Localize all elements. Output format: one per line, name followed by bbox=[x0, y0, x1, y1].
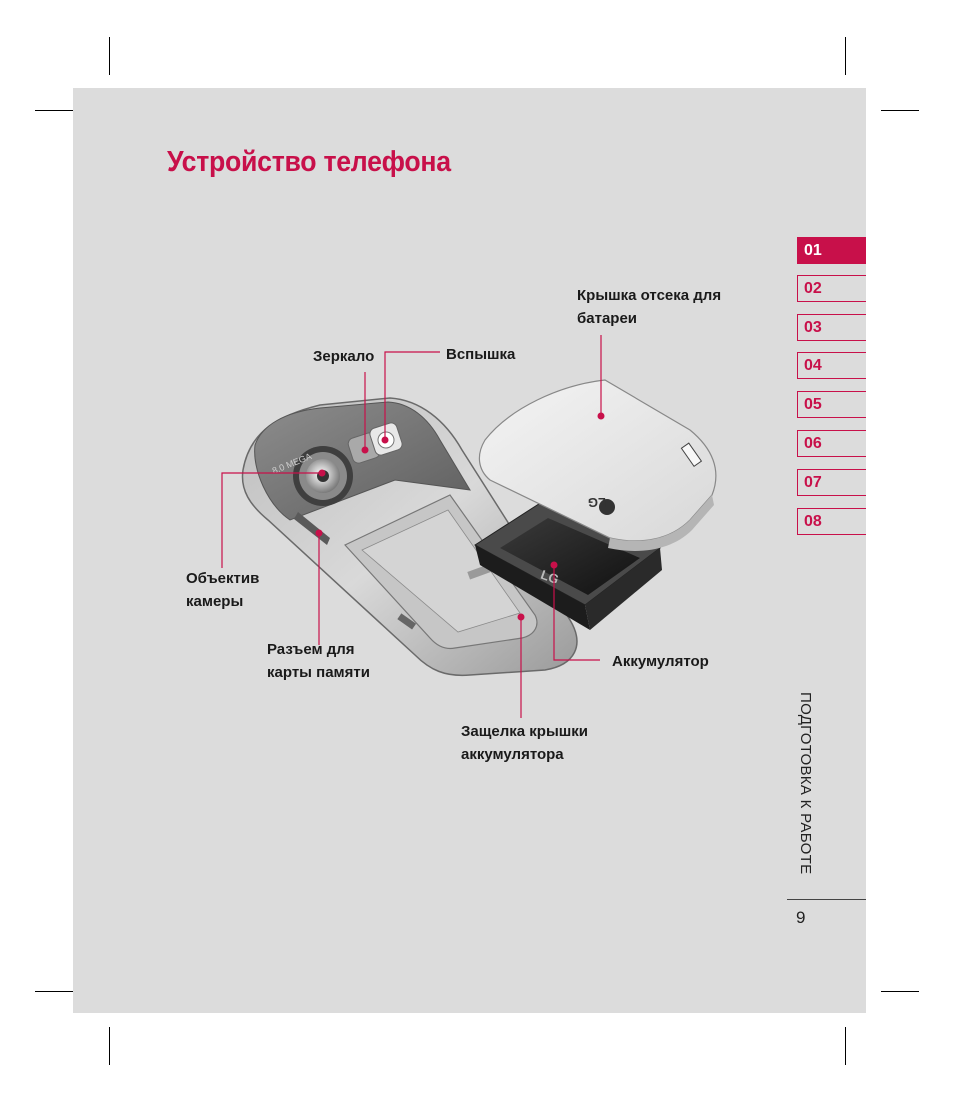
label-camera-lens-line1: Объектив bbox=[186, 570, 260, 587]
label-memory-slot-line1: Разъем для bbox=[267, 641, 355, 658]
label-flash: Вспышка bbox=[446, 346, 516, 363]
label-battery-cover-line1: Крышка отсека для bbox=[577, 287, 722, 304]
label-camera-lens-line2: камеры bbox=[186, 593, 244, 610]
tab-02[interactable]: 02 bbox=[797, 275, 866, 302]
page-number: 9 bbox=[796, 908, 806, 927]
label-camera-lens: Объектив камеры bbox=[186, 567, 259, 613]
crop-mark bbox=[881, 991, 919, 992]
crop-mark bbox=[109, 37, 110, 75]
tab-05[interactable]: 05 bbox=[797, 391, 866, 418]
label-mirror: Зеркало bbox=[313, 348, 375, 365]
section-label: ПОДГОТОВКА К РАБОТЕ bbox=[797, 692, 814, 875]
page-number-divider bbox=[787, 899, 866, 900]
callout-dots bbox=[315, 412, 605, 621]
label-memory-slot: Разъем для карты памяти bbox=[267, 638, 370, 684]
label-memory-slot-line2: карты памяти bbox=[267, 664, 370, 681]
label-battery: Аккумулятор bbox=[612, 653, 709, 670]
label-cover-latch: Защелка крышки аккумулятора bbox=[461, 720, 588, 766]
tab-01[interactable]: 01 bbox=[797, 237, 866, 264]
tab-07[interactable]: 07 bbox=[797, 469, 866, 496]
battery bbox=[474, 499, 662, 630]
label-cover-latch-line2: аккумулятора bbox=[461, 746, 564, 763]
page-title: Устройство телефона bbox=[167, 146, 451, 178]
crop-mark bbox=[109, 1027, 110, 1065]
tab-03[interactable]: 03 bbox=[797, 314, 866, 341]
crop-mark bbox=[35, 991, 73, 992]
crop-mark bbox=[35, 110, 73, 111]
label-battery-cover: Крышка отсека для батареи bbox=[577, 284, 721, 330]
crop-mark bbox=[881, 110, 919, 111]
tab-08[interactable]: 08 bbox=[797, 508, 866, 535]
leader-lines bbox=[221, 335, 602, 718]
crop-mark bbox=[845, 1027, 846, 1065]
label-cover-latch-line1: Защелка крышки bbox=[461, 723, 588, 740]
battery-brand: LG bbox=[539, 567, 561, 587]
label-battery-cover-line2: батареи bbox=[577, 310, 638, 327]
battery-cover bbox=[478, 379, 717, 551]
tab-04[interactable]: 04 bbox=[797, 352, 866, 379]
tab-06[interactable]: 06 bbox=[797, 430, 866, 457]
cover-brand: LG bbox=[588, 495, 606, 510]
crop-mark bbox=[845, 37, 846, 75]
